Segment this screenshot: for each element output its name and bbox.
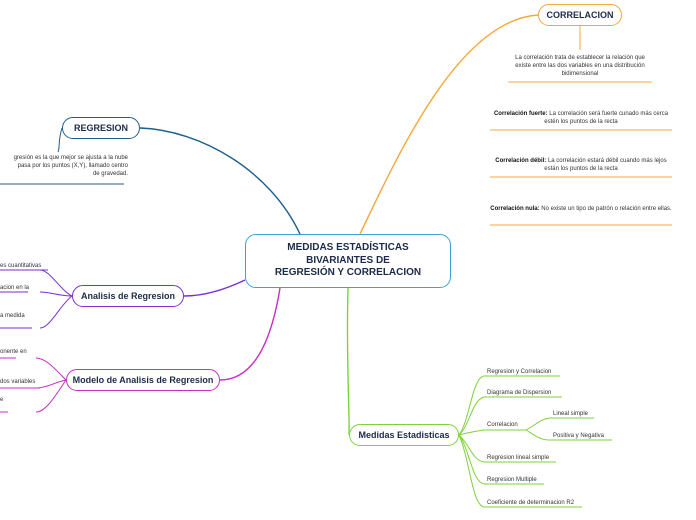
subtopic-medidas-coeficiente[interactable]: Coeficiente de determinacion R2 [487, 500, 575, 506]
debil-text: La correlación estará débil cuando más l… [544, 158, 667, 172]
subtopic-modelo-3[interactable]: e [0, 397, 4, 403]
subtopic-correlacion-desc[interactable]: La correlación trata de establecer la re… [515, 55, 645, 77]
topic-analisis-regresion[interactable]: Analisis de Regresion [72, 285, 184, 307]
fuerte-label: Correlación fuerte: [493, 111, 548, 117]
subtopic-medidas-regresion-multiple[interactable]: Regresion Multiple [487, 477, 537, 483]
link-central-correlacion [359, 14, 539, 235]
debil-label: Correlación débil: [495, 158, 547, 164]
nula-text: No existe un tipo de patrón o relación e… [539, 206, 672, 212]
topic-analisis-label: Analisis de Regresion [80, 291, 176, 301]
subtopic-correlacion-debil[interactable]: Correlación débil: La correlación estará… [490, 157, 672, 173]
central-line-1: MEDIDAS ESTADÍSTICAS [287, 242, 409, 254]
subtopic-modelo-1[interactable]: onente en [0, 349, 27, 355]
subtopic-correlacion-fuerte[interactable]: Correlación fuerte: La correlación será … [490, 110, 672, 126]
subtopic-medidas-regresion-lineal[interactable]: Regresion lineal simple [487, 455, 550, 461]
subtopic-correlacion-nula[interactable]: Correlación nula: No existe un tipo de p… [490, 205, 672, 213]
subtopic-medidas-correlacion[interactable]: Correlacion [487, 422, 518, 428]
subtopic-analisis-1[interactable]: es cuantitativas [0, 263, 42, 269]
topic-regresion[interactable]: REGRESION [62, 117, 140, 139]
topic-modelo-label: Modelo de Analisis de Regresion [72, 375, 214, 385]
central-line-3: REGRESIÓN Y CORRELACION [274, 267, 422, 279]
fuerte-text: La correlación será fuerte cunado más ce… [544, 111, 669, 125]
topic-regresion-label: REGRESION [73, 123, 128, 133]
topic-medidas-label: Medidas Estadisticas [358, 430, 450, 440]
subtopic-medidas-diagrama-dispersion[interactable]: Diagrama de Dispersion [487, 390, 552, 396]
link-reg-desc [57, 127, 63, 153]
subtopic-analisis-3[interactable]: a medida [0, 313, 25, 319]
topic-medidas-estadisticas[interactable]: Medidas Estadisticas [349, 424, 459, 446]
topic-correlacion[interactable]: CORRELACION [538, 4, 622, 26]
link-central-analisis [183, 279, 246, 297]
topic-correlacion-label: CORRELACION [546, 10, 614, 20]
link-central-regresion [139, 127, 301, 235]
link-central-medidas [346, 287, 350, 436]
subtopic-lineal-simple[interactable]: Lineal simple [553, 411, 589, 417]
subtopic-analisis-2[interactable]: acion en la [0, 285, 30, 291]
central-line-2: BIVARIANTES DE [306, 254, 390, 266]
subtopic-positiva-negativa[interactable]: Positiva y Negativa [553, 433, 605, 439]
subtopic-medidas-regresion-correlacion[interactable]: Regresion y Correlacion [487, 369, 552, 375]
nula-label: Correlación nula: [490, 206, 540, 212]
link-central-modelo [219, 287, 281, 381]
central-topic[interactable]: MEDIDAS ESTADÍSTICAS BIVARIANTES DE REGR… [245, 234, 451, 288]
subtopic-modelo-2[interactable]: dos variables [0, 379, 36, 385]
subtopic-regresion-desc[interactable]: gresión es la que mejor se ajusta a la n… [13, 155, 128, 177]
topic-modelo-analisis[interactable]: Modelo de Analisis de Regresion [66, 369, 220, 391]
